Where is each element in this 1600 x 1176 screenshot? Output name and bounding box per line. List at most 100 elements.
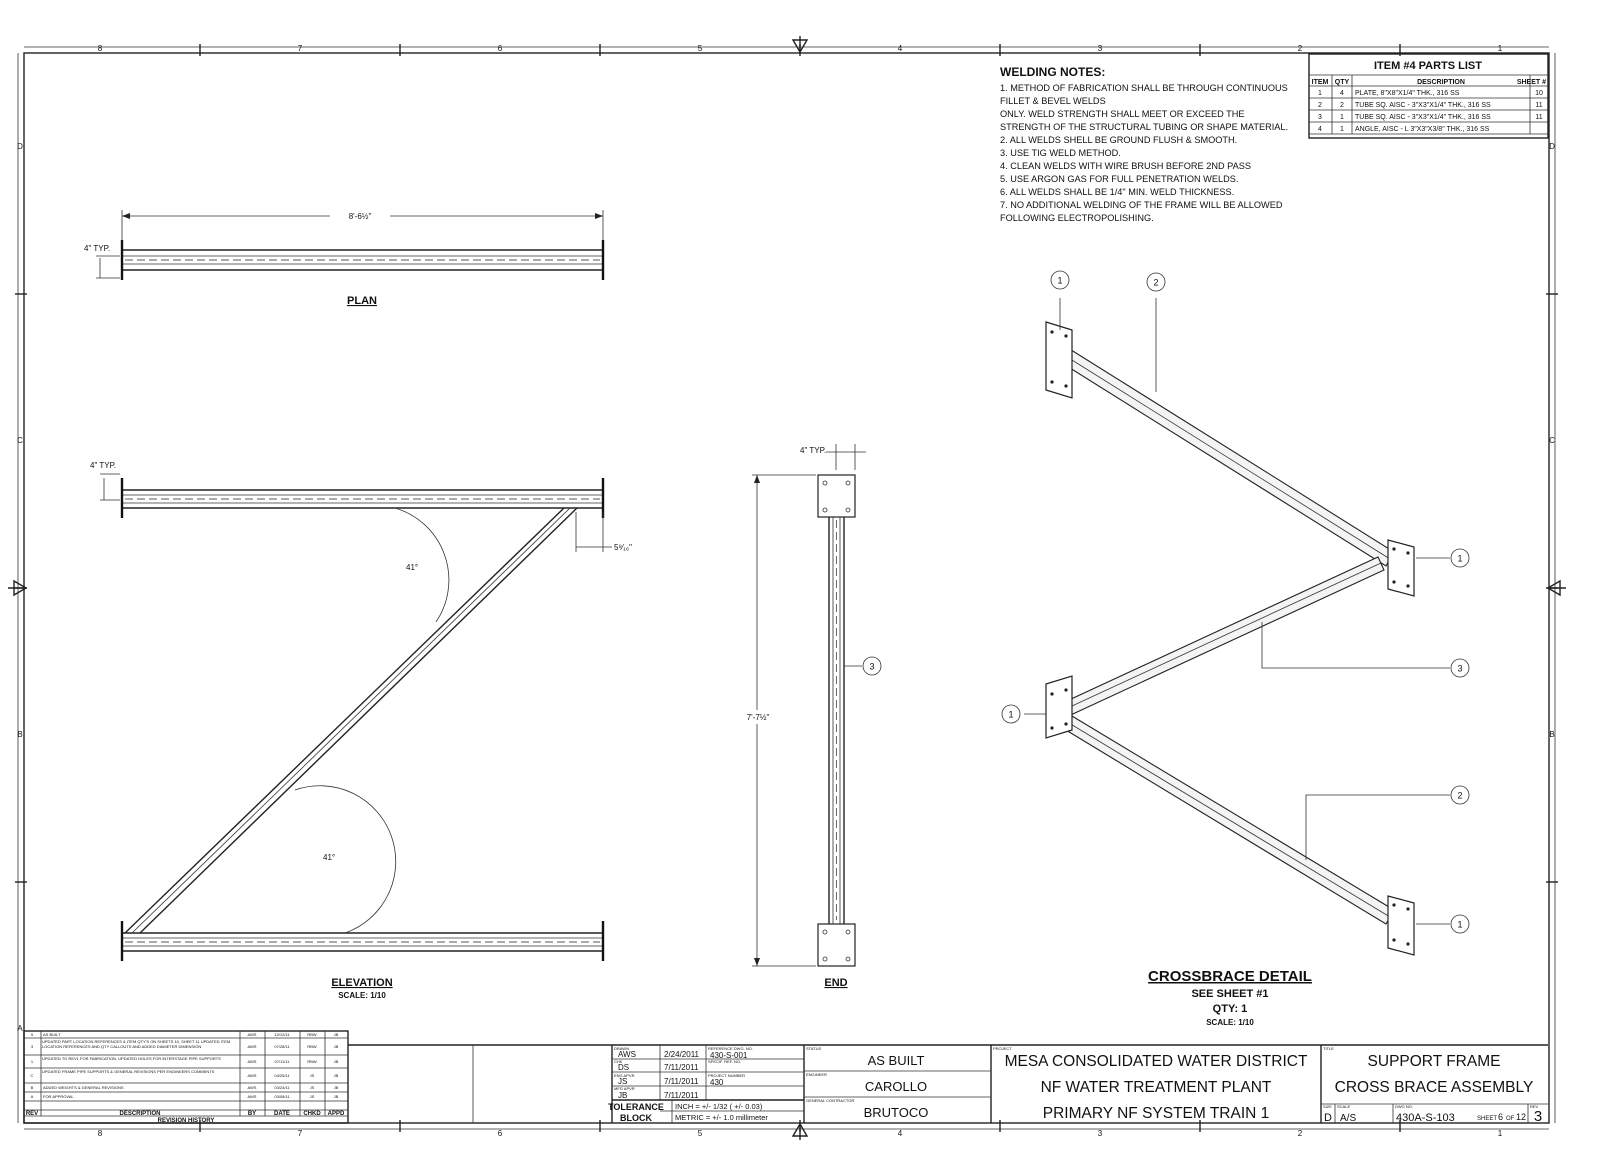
zone-col-label: 7 — [298, 44, 303, 53]
zone-col-label: 6 — [498, 44, 503, 53]
revision-cell: B — [31, 1085, 34, 1090]
welding-note-line: 2. ALL WELDS SHELL BE GROUND FLUSH & SMO… — [1000, 135, 1237, 145]
welding-note-line: 5. USE ARGON GAS FOR FULL PENETRATION WE… — [1000, 174, 1238, 184]
tolerance-inch: INCH = +/- 1/32 ( +/- 0.03) — [675, 1102, 763, 1111]
elevation-angle-bottom: 41° — [323, 853, 335, 862]
revision-cell: AWS — [248, 1044, 257, 1049]
sheet-current: 6 — [1498, 1112, 1503, 1122]
table-row: 3 UPDATED PART LOCATION REFERENCES & ITE… — [31, 1039, 339, 1049]
revision-header: DATE — [274, 1111, 290, 1117]
drawing-title-line: SUPPORT FRAME — [1368, 1053, 1501, 1070]
title-block-field-label: SPECIF. REF. NO. — [708, 1059, 741, 1064]
plan-view: 8'-6½" 4" TYP. PLAN — [84, 209, 605, 307]
checked-date: 7/11/2011 — [664, 1063, 699, 1072]
welding-note-line: 7. NO ADDITIONAL WELDING OF THE FRAME WI… — [1000, 200, 1283, 210]
zone-col-label: 5 — [698, 44, 703, 53]
revision-header: DESCRIPTION — [119, 1111, 160, 1117]
center-mark-bottom-icon — [791, 1122, 809, 1140]
drawing-number: 430A-S-103 — [1396, 1112, 1455, 1124]
parts-cell: 1 — [1340, 126, 1344, 133]
welding-note-line: FOLLOWING ELECTROPOLISHING. — [1000, 213, 1154, 223]
plan-view-label: PLAN — [347, 295, 377, 307]
end-typ-dimension: 4" TYP. — [800, 446, 826, 455]
parts-cell: 4 — [1340, 90, 1344, 97]
parts-cell: ANGLE, AISC - L 3"X3"X3/8" THK., 316 SS — [1355, 126, 1490, 133]
parts-list-title: ITEM #4 PARTS LIST — [1374, 60, 1482, 72]
revision-cell: JB — [334, 1059, 339, 1064]
balloon-label: 1 — [1057, 276, 1062, 286]
revision-cell: JS — [310, 1094, 315, 1099]
zone-row-label: B — [17, 730, 22, 739]
table-row: 1 4 PLATE, 8"X8"X1/4" THK., 316 SS 10 — [1318, 90, 1543, 97]
revision-cell: JB — [334, 1073, 339, 1078]
elevation-typ-dimension: 4" TYP. — [90, 461, 116, 470]
title-block-field-label: REFERENCE DWG. NO. — [708, 1046, 753, 1051]
drawn-by: AWS — [618, 1050, 636, 1059]
revision-cell: JB — [334, 1085, 339, 1090]
title-block-field-label: STATUS — [806, 1046, 822, 1051]
zone-col-label: 2 — [1298, 1129, 1303, 1138]
engineer-value: CAROLLO — [865, 1079, 927, 1094]
zone-col-label: 3 — [1098, 1129, 1103, 1138]
balloon-label: 2 — [1457, 791, 1462, 801]
parts-cell: 1 — [1318, 90, 1322, 97]
table-row: B ADDED WEIGHTS & GENERAL REVISIONS AWS … — [31, 1085, 339, 1090]
revision-cell: 04/25/11 — [274, 1073, 290, 1078]
title-block-field-label: SIZE — [1323, 1104, 1332, 1109]
revision-cell: JS — [310, 1085, 315, 1090]
welding-note-line: 6. ALL WELDS SHALL BE 1/4" MIN. WELD THI… — [1000, 187, 1234, 197]
table-row: 2 2 TUBE SQ. AISC - 3"X3"X1/4" THK., 316… — [1318, 102, 1543, 109]
revision-number: 3 — [1534, 1108, 1542, 1125]
zone-col-label: 4 — [898, 1129, 903, 1138]
parts-cell: PLATE, 8"X8"X1/4" THK., 316 SS — [1355, 90, 1460, 97]
revision-cell: RBW — [307, 1032, 317, 1037]
drawing-scale: A/S — [1340, 1113, 1356, 1124]
project-name-line: NF WATER TREATMENT PLANT — [1041, 1079, 1272, 1096]
title-block-field-label: PROJECT — [993, 1046, 1012, 1051]
revision-cell: 07/28/11 — [274, 1044, 290, 1049]
title-block-field-label: TITLE — [1323, 1046, 1334, 1051]
table-row: 1 UPDATED TO REV1 FOR FABRICATION, UPDAT… — [31, 1056, 339, 1064]
zone-col-label: 7 — [298, 1129, 303, 1138]
crossbrace-qty: QTY: 1 — [1213, 1003, 1248, 1015]
revision-header: REV — [26, 1111, 38, 1117]
balloon-icon — [1001, 704, 1021, 724]
plan-typ-dimension: 4" TYP. — [84, 244, 110, 253]
balloon-label: 1 — [1457, 920, 1462, 930]
revision-header: CHKD — [303, 1111, 321, 1117]
revision-cell: JB — [334, 1032, 339, 1037]
revision-cell: UPDATED PART LOCATION REFERENCES & ITEM … — [42, 1039, 231, 1049]
eng-approver: JS — [618, 1077, 627, 1086]
elevation-view-label: ELEVATION — [331, 977, 392, 989]
project-name-line: MESA CONSOLIDATED WATER DISTRICT — [1005, 1053, 1308, 1070]
title-block-field-label: ENG APVR — [614, 1073, 635, 1078]
mfg-approver: JB — [618, 1091, 627, 1100]
revision-cell: C — [31, 1073, 34, 1078]
zone-col-label: 2 — [1298, 44, 1303, 53]
elevation-view: 41° 41° 5⁹⁄₁₆" 4" TYP. ELEVATION SCALE: … — [90, 461, 632, 1000]
revision-cell: RBW — [307, 1059, 317, 1064]
balloon-label: 1 — [1457, 554, 1462, 564]
crossbrace-scale: SCALE: 1/10 — [1206, 1018, 1254, 1027]
revision-cell: AS BUILT — [43, 1032, 61, 1037]
welding-note-line: 1. METHOD OF FABRICATION SHALL BE THROUG… — [1000, 83, 1288, 93]
revision-cell: 5 — [31, 1032, 34, 1037]
welding-note-line: ONLY. WELD STRENGTH SHALL MEET OR EXCEED… — [1000, 109, 1245, 119]
sheet-total: 12 — [1516, 1112, 1526, 1122]
revision-cell: AWS — [248, 1032, 257, 1037]
parts-cell: 1 — [1340, 114, 1344, 121]
zone-col-label: 3 — [1098, 44, 1103, 53]
parts-cell: 10 — [1535, 90, 1543, 97]
crossbrace-see-sheet: SEE SHEET #1 — [1191, 988, 1268, 1000]
title-block-field-label: DWG NO. — [1395, 1104, 1413, 1109]
balloon-label: 3 — [869, 662, 874, 672]
center-mark-right-icon — [1546, 579, 1566, 597]
welding-note-line: 3. USE TIG WELD METHOD. — [1000, 148, 1121, 158]
title-block-field-label: REV — [1530, 1104, 1539, 1109]
welding-notes-title: WELDING NOTES: — [1000, 65, 1105, 79]
zone-col-label: 8 — [98, 1129, 103, 1138]
balloon-icon — [1450, 914, 1470, 934]
balloon-icon — [1146, 272, 1166, 292]
elevation-scale: SCALE: 1/10 — [338, 991, 386, 1000]
project-number: 430 — [710, 1078, 724, 1087]
